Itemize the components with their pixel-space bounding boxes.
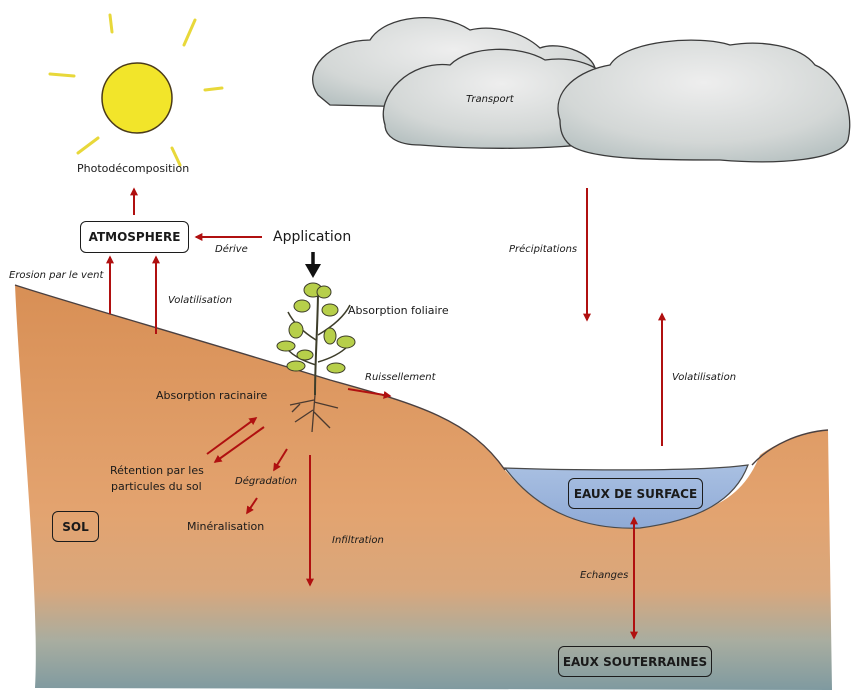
soil-terrain (15, 285, 832, 690)
degradation-label: Dégradation (235, 476, 298, 487)
absorption-racinaire-arrow (206, 417, 258, 455)
retention-label-line2: particules du sol (111, 480, 202, 493)
soil-surface-line (14, 284, 506, 471)
sun-icon (48, 13, 224, 167)
eaux-souterraines-box: EAUX SOUTERRAINES (558, 646, 712, 677)
sol-box: SOL (52, 511, 99, 542)
surface-water (503, 464, 749, 529)
volatilisation-eau-label: Volatilisation (672, 372, 737, 383)
volatilisation-sol-label: Volatilisation (168, 295, 233, 306)
plant-icon (276, 282, 356, 433)
clouds-icon (312, 17, 851, 163)
atmosphere-box: ATMOSPHERE (80, 221, 189, 253)
ruissellement-arrow (347, 388, 392, 399)
retention-arrow (213, 426, 265, 463)
infiltration-label: Infiltration (332, 535, 384, 546)
mineralisation-arrow (246, 497, 258, 515)
erosion-label: Erosion par le vent (9, 270, 104, 281)
retention-label-line1: Rétention par les (110, 464, 204, 477)
precipitations-label: Précipitations (509, 244, 578, 255)
application-label: Application (273, 229, 352, 245)
photodecomposition-label: Photodécomposition (77, 162, 190, 175)
echanges-label: Echanges (580, 570, 629, 581)
eaux-surface-box: EAUX DE SURFACE (568, 478, 703, 509)
degradation-arrow (273, 448, 288, 472)
absorption-racinaire-label: Absorption racinaire (156, 389, 268, 402)
right-bank-line (751, 429, 829, 466)
derive-label: Dérive (215, 244, 248, 255)
mineralisation-label: Minéralisation (187, 520, 265, 533)
transport-label: Transport (466, 94, 514, 105)
application-arrow (305, 252, 321, 278)
ruissellement-label: Ruissellement (365, 372, 436, 383)
absorption-foliaire-label: Absorption foliaire (348, 304, 449, 317)
